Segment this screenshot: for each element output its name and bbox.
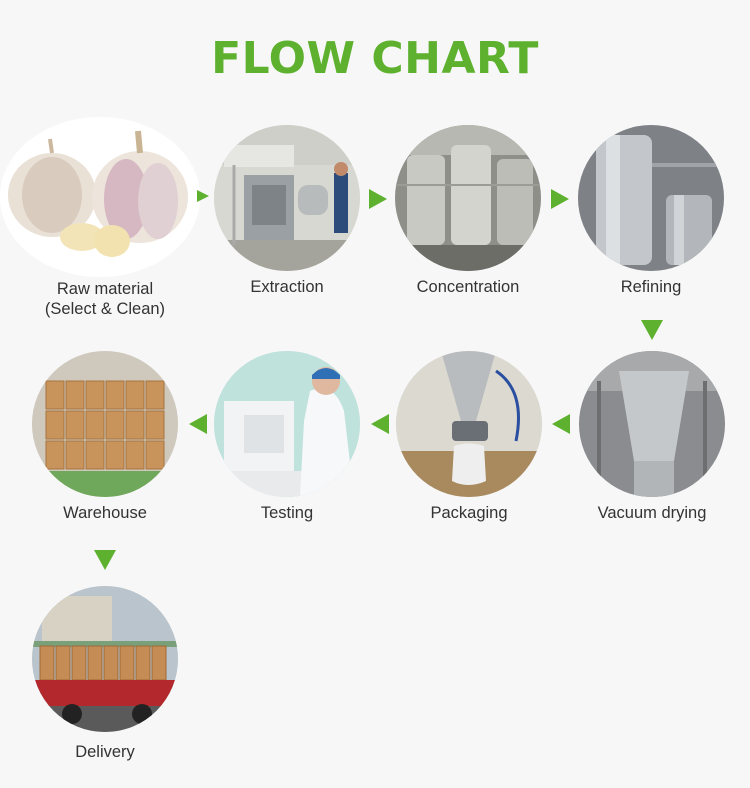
extraction-image bbox=[214, 125, 360, 271]
step-label: Extraction bbox=[192, 277, 382, 297]
vacuum-drying-image bbox=[579, 351, 725, 497]
arrow-right-icon bbox=[197, 190, 209, 202]
arrow-right-icon bbox=[369, 189, 387, 209]
step-label: Warehouse bbox=[10, 503, 200, 523]
step-label: Testing bbox=[192, 503, 382, 523]
arrow-left-icon bbox=[189, 414, 207, 434]
step-label: Vacuum drying bbox=[557, 503, 747, 523]
step-label: Refining bbox=[556, 277, 746, 297]
warehouse-image bbox=[32, 351, 178, 497]
packaging-image bbox=[396, 351, 542, 497]
arrow-left-icon bbox=[552, 414, 570, 434]
step-label: Delivery bbox=[10, 742, 200, 762]
testing-image bbox=[214, 351, 360, 497]
step-label: Raw material (Select & Clean) bbox=[10, 279, 200, 319]
delivery-image bbox=[32, 586, 178, 732]
refining-image bbox=[578, 125, 724, 271]
concentration-image bbox=[395, 125, 541, 271]
step-label: Packaging bbox=[374, 503, 564, 523]
arrow-down-icon bbox=[94, 550, 116, 570]
arrow-left-icon bbox=[371, 414, 389, 434]
arrow-down-icon bbox=[641, 320, 663, 340]
arrow-right-icon bbox=[551, 189, 569, 209]
garlic-image bbox=[0, 117, 200, 277]
page-title: FLOW CHART bbox=[0, 33, 750, 84]
step-label: Concentration bbox=[373, 277, 563, 297]
